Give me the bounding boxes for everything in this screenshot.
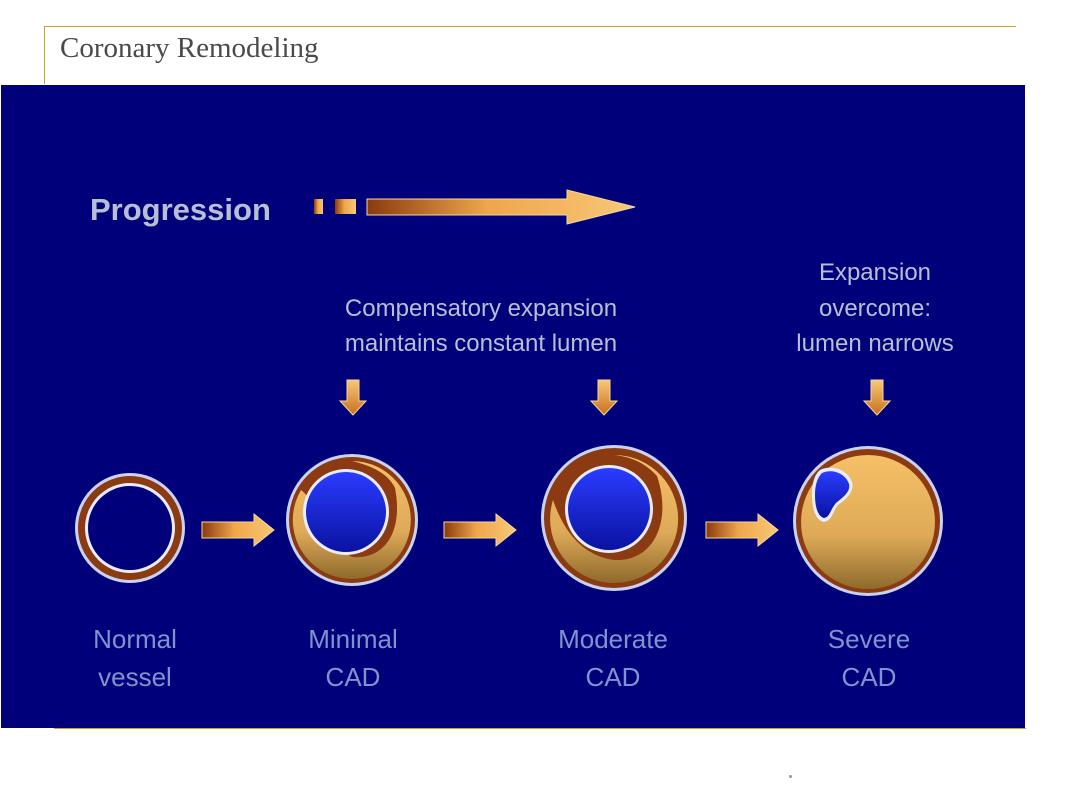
- title-accent-bar: [44, 26, 45, 84]
- stage-label-moderate-line-1: Moderate: [558, 624, 668, 654]
- note-overcome: Expansion overcome: lumen narrows: [796, 259, 953, 357]
- note-overcome-line-3: lumen narrows: [796, 330, 953, 357]
- slide-title: Coronary Remodeling: [60, 32, 319, 64]
- down-arrow-severe: [862, 379, 892, 416]
- vessel-moderate-cad: [541, 445, 687, 591]
- down-arrow-moderate: [589, 379, 619, 416]
- progression-label: Progression: [90, 192, 271, 227]
- note-overcome-line-1: Expansion: [819, 259, 931, 286]
- vessel-severe-cad: [793, 446, 943, 596]
- note-compensatory-line-1: Compensatory expansion: [345, 295, 617, 322]
- down-arrow-minimal: [338, 379, 368, 416]
- stage-label-normal: Normal vessel: [93, 624, 177, 692]
- stage-arrow-2: [443, 512, 517, 548]
- stage-arrow-1: [201, 512, 275, 548]
- vessel-normal: [75, 473, 185, 583]
- stage-label-normal-line-1: Normal: [93, 624, 177, 654]
- progression-arrow: [314, 189, 636, 225]
- stage-arrow-3: [705, 512, 779, 548]
- stage-label-severe-line-2: CAD: [842, 662, 897, 692]
- title-rule: [44, 26, 1016, 27]
- stage-label-moderate: Moderate CAD: [558, 624, 668, 692]
- vessel-minimal-cad: [286, 454, 418, 586]
- stage-label-severe: Severe CAD: [828, 624, 910, 692]
- diagram-panel: [1, 85, 1025, 728]
- bottom-rule: [54, 728, 1026, 729]
- note-compensatory: Compensatory expansion maintains constan…: [345, 295, 617, 357]
- stage-label-normal-line-2: vessel: [98, 662, 172, 692]
- stage-label-minimal-line-1: Minimal: [308, 624, 398, 654]
- stage-label-severe-line-1: Severe: [828, 624, 910, 654]
- footer-dot: [789, 775, 792, 778]
- note-overcome-line-2: overcome:: [819, 295, 931, 322]
- stage-label-moderate-line-2: CAD: [586, 662, 641, 692]
- note-compensatory-line-2: maintains constant lumen: [345, 330, 617, 357]
- stage-label-minimal: Minimal CAD: [308, 624, 398, 692]
- stage-label-minimal-line-2: CAD: [326, 662, 381, 692]
